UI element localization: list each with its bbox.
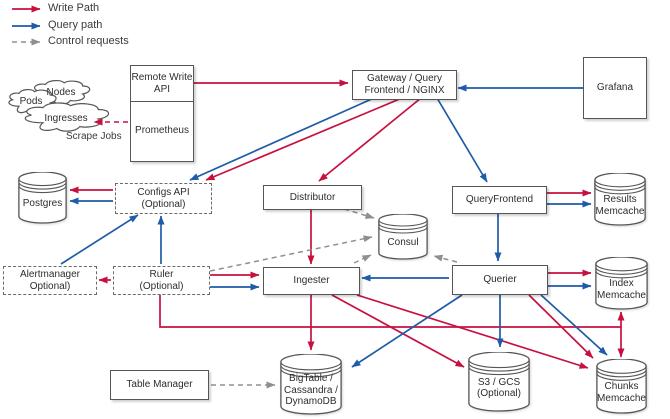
cylinder-shape [18,172,67,224]
consul-node: Consul [378,214,428,260]
edge-ingester-s3-write [331,294,465,368]
querier-node: Querier [452,265,548,295]
legend-control-label: Control requests [48,35,129,47]
edge-ingester-consul-control [353,254,372,264]
results-memcache-label: Results Memcache [595,194,645,217]
s3-gcs-label: S3 / GCS (Optional) [477,376,521,400]
s3-gcs-node: S3 / GCS (Optional) [468,352,530,412]
prometheus-group: Remote Write API Prometheus [130,65,194,162]
configs-api-node: Configs API (Optional) [115,183,212,214]
bigtable-node: BigTable / Cassandra / DynamoDB [280,354,342,415]
prometheus-node: Prometheus [135,125,189,137]
cloud-ingresses-label: Ingresses [44,113,88,124]
cylinder-shape [378,214,428,260]
cylinder-shape [594,173,646,226]
results-memcache-node: Results Memcache [594,173,646,226]
table-manager-node: Table Manager [110,370,209,400]
grafana-node: Grafana [583,57,647,119]
edge-gateway-distributor-write [318,97,422,182]
distributor-node: Distributor [263,185,362,210]
cylinder-shape [595,257,648,310]
query-frontend-node: QueryFrontend [452,186,547,214]
legend-write-label: Write Path [48,2,100,14]
edge-alertmanager-configsapi-query [60,214,139,265]
ruler-node: Ruler (Optional) [113,266,210,295]
edge-ruler-memcaches-write-trunk [159,293,621,328]
edge-querier-consul-control [433,254,458,263]
ingester-node: Ingester [263,267,360,295]
edge-ingester-chunksmemcache-write [356,294,589,369]
chunks-memcache-node: Chunks Memcache [596,359,647,414]
index-memcache-label: Index Memcache [597,278,646,301]
edge-gateway-configsapi-write [205,97,403,181]
edge-gateway-configsapi-query [189,97,375,181]
alertmanager-node: Alertmanager Optional) [3,266,97,295]
edge-ruler-consul-control [209,235,373,272]
postgres-node: Postgres [18,172,67,224]
cylinder-shape [468,352,530,412]
edge-querier-bigtable-query [351,294,463,368]
cylinder-shape [280,354,342,415]
index-memcache-node: Index Memcache [595,257,648,310]
legend-query-label: Query path [48,19,103,31]
scrape-jobs-label: Scrape Jobs [66,131,122,142]
consul-label: Consul [387,237,419,249]
gateway-node: Gateway / Query Frontend / NGINX [352,70,457,100]
remote-write-api-node: Remote Write API [131,71,193,95]
bigtable-label: BigTable / Cassandra / DynamoDB [284,373,338,408]
ingresses-cloud [24,102,110,132]
cloud-nodes-label: Nodes [46,87,76,98]
cloud-pods-label: Pods [19,96,43,107]
edge-querier-chunksmemcache-query [540,294,608,356]
postgres-label: Postgres [22,198,63,210]
cylinder-shape [596,359,647,414]
chunks-memcache-label: Chunks Memcache [597,381,646,404]
edge-gateway-queryfrontend-query [436,97,488,183]
prometheus-divider [131,101,193,102]
edge-distributor-consul-control [343,208,375,219]
